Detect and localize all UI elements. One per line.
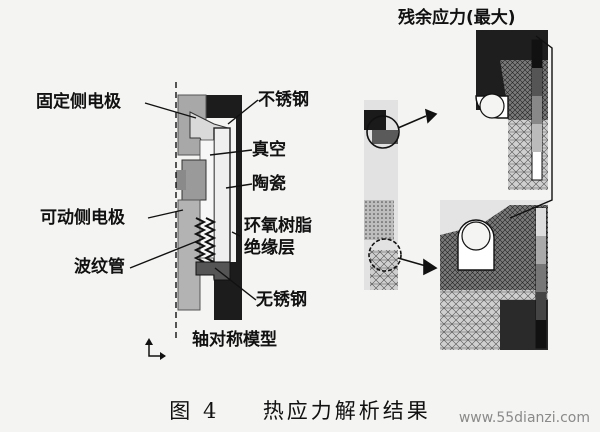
fem-full-model: [364, 100, 402, 290]
fem-lower-zoom: [440, 200, 548, 350]
caption-number: 图 4: [169, 399, 220, 423]
figure-caption: 图 4 热应力解析结果: [0, 395, 600, 425]
label-epoxy-line2: 绝缘层: [244, 238, 295, 258]
label-ceramic: 陶瓷: [252, 174, 286, 194]
label-movable-electrode: 可动侧电极: [40, 208, 125, 228]
caption-title: 热应力解析结果: [262, 399, 431, 423]
label-residual-stress: 残余应力(最大): [398, 8, 516, 28]
label-axisymmetric-model: 轴对称模型: [192, 330, 277, 350]
label-stainless-steel-bottom: 无锈钢: [256, 290, 307, 310]
watermark: www.55dianzi.com: [458, 410, 590, 426]
residual-stress-leader: [509, 35, 553, 219]
zoom-arrows: [397, 108, 438, 276]
interrupter-cross-section: [145, 82, 242, 360]
label-vacuum: 真空: [252, 140, 286, 160]
left-leader-lines: [129, 99, 259, 301]
label-bellows: 波纹管: [74, 257, 125, 277]
label-fixed-electrode: 固定侧电极: [36, 92, 121, 112]
label-stainless-steel-top: 不锈钢: [258, 90, 309, 110]
label-epoxy-line1: 环氧树脂: [244, 216, 312, 236]
fem-upper-zoom: [440, 30, 548, 190]
